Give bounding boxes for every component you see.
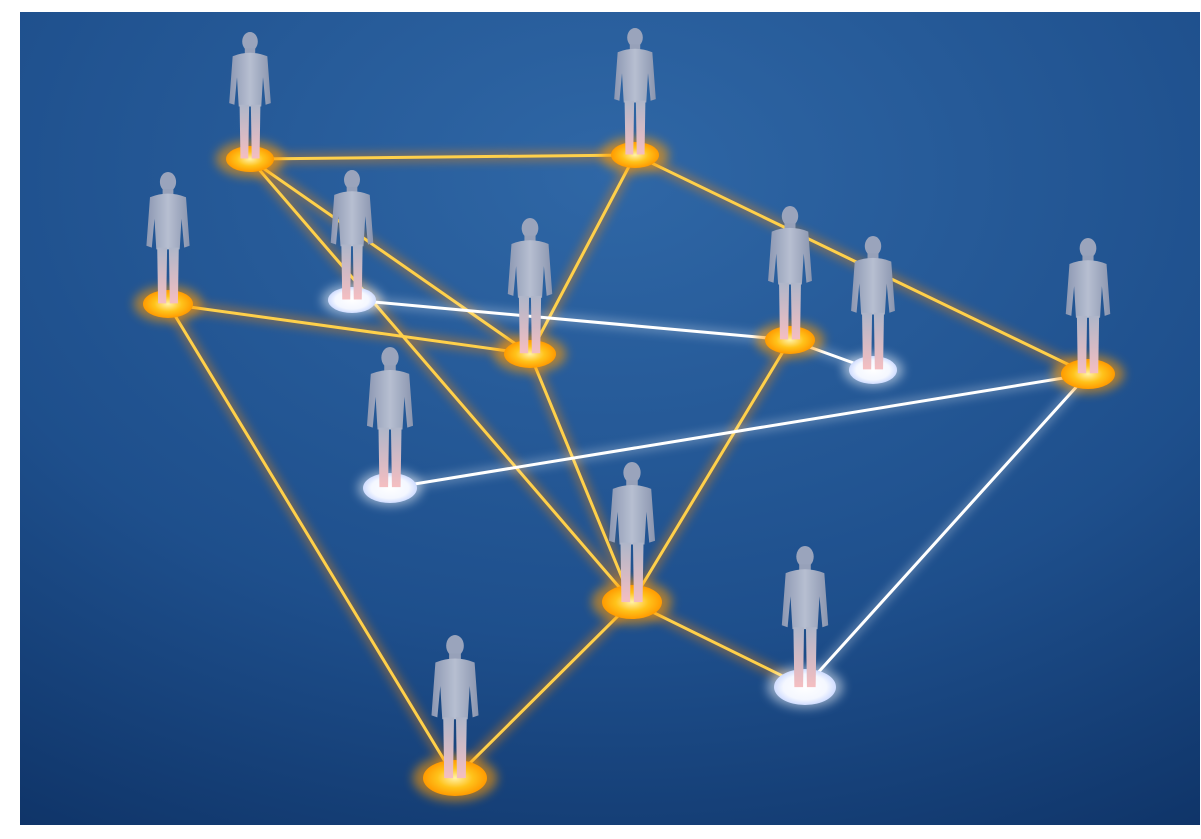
link-orange (630, 338, 792, 604)
link-white (350, 298, 792, 342)
person-node-orange (494, 218, 566, 373)
person-node-white (843, 236, 903, 387)
person-node-white (358, 347, 422, 506)
link-white (388, 372, 1090, 490)
link-orange (248, 153, 637, 161)
link-orange (453, 600, 634, 780)
person-node-orange (134, 172, 202, 322)
link-orange (166, 302, 532, 356)
link-orange (166, 302, 457, 780)
person-node-orange (413, 635, 497, 801)
nodes (134, 28, 1124, 801)
link-white (803, 372, 1090, 689)
link-orange (248, 157, 634, 604)
person-node-orange (601, 28, 669, 173)
person-node-orange (756, 206, 824, 358)
person-node-orange (1052, 238, 1124, 393)
link-orange (528, 352, 634, 604)
person-node-orange (592, 462, 672, 624)
link-orange (248, 157, 532, 356)
person-node-white (322, 170, 382, 316)
person-node-orange (216, 32, 284, 177)
network-illustration (20, 12, 1200, 825)
background (20, 12, 1200, 825)
white-links (348, 296, 1092, 691)
person-node-white (767, 546, 843, 708)
